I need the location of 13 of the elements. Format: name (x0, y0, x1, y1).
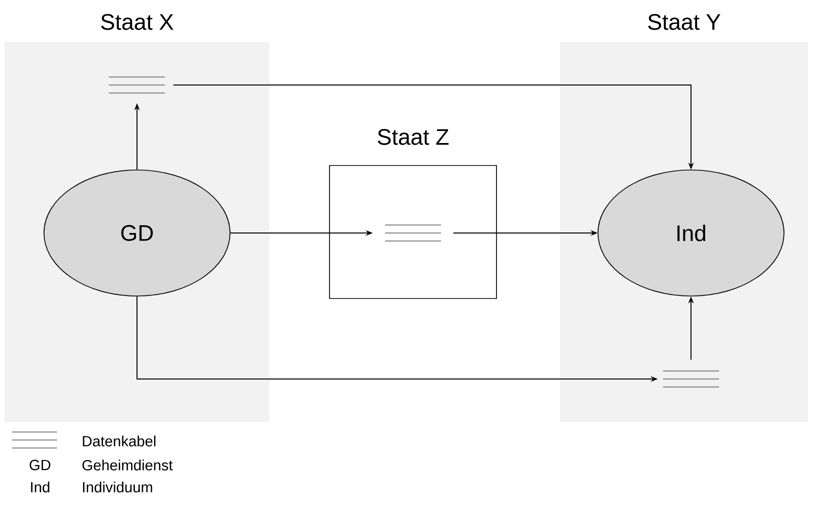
ellipse-node: GD (44, 170, 230, 296)
ellipse-node: Ind (598, 170, 784, 296)
cable-symbol (662, 370, 720, 388)
region-title: Staat Y (648, 14, 720, 30)
legend-text: Geheimdienst (82, 460, 173, 470)
legend-text: Ind (31, 482, 50, 492)
region-title: Staat Z (378, 129, 449, 145)
cable-symbol (384, 224, 442, 242)
region-title: Staat X (101, 14, 174, 30)
cable-symbol (108, 76, 166, 94)
legend-text: Individuum (83, 482, 152, 492)
legend-text: GD (30, 460, 50, 470)
legend-text: Datenkabel (82, 436, 156, 446)
